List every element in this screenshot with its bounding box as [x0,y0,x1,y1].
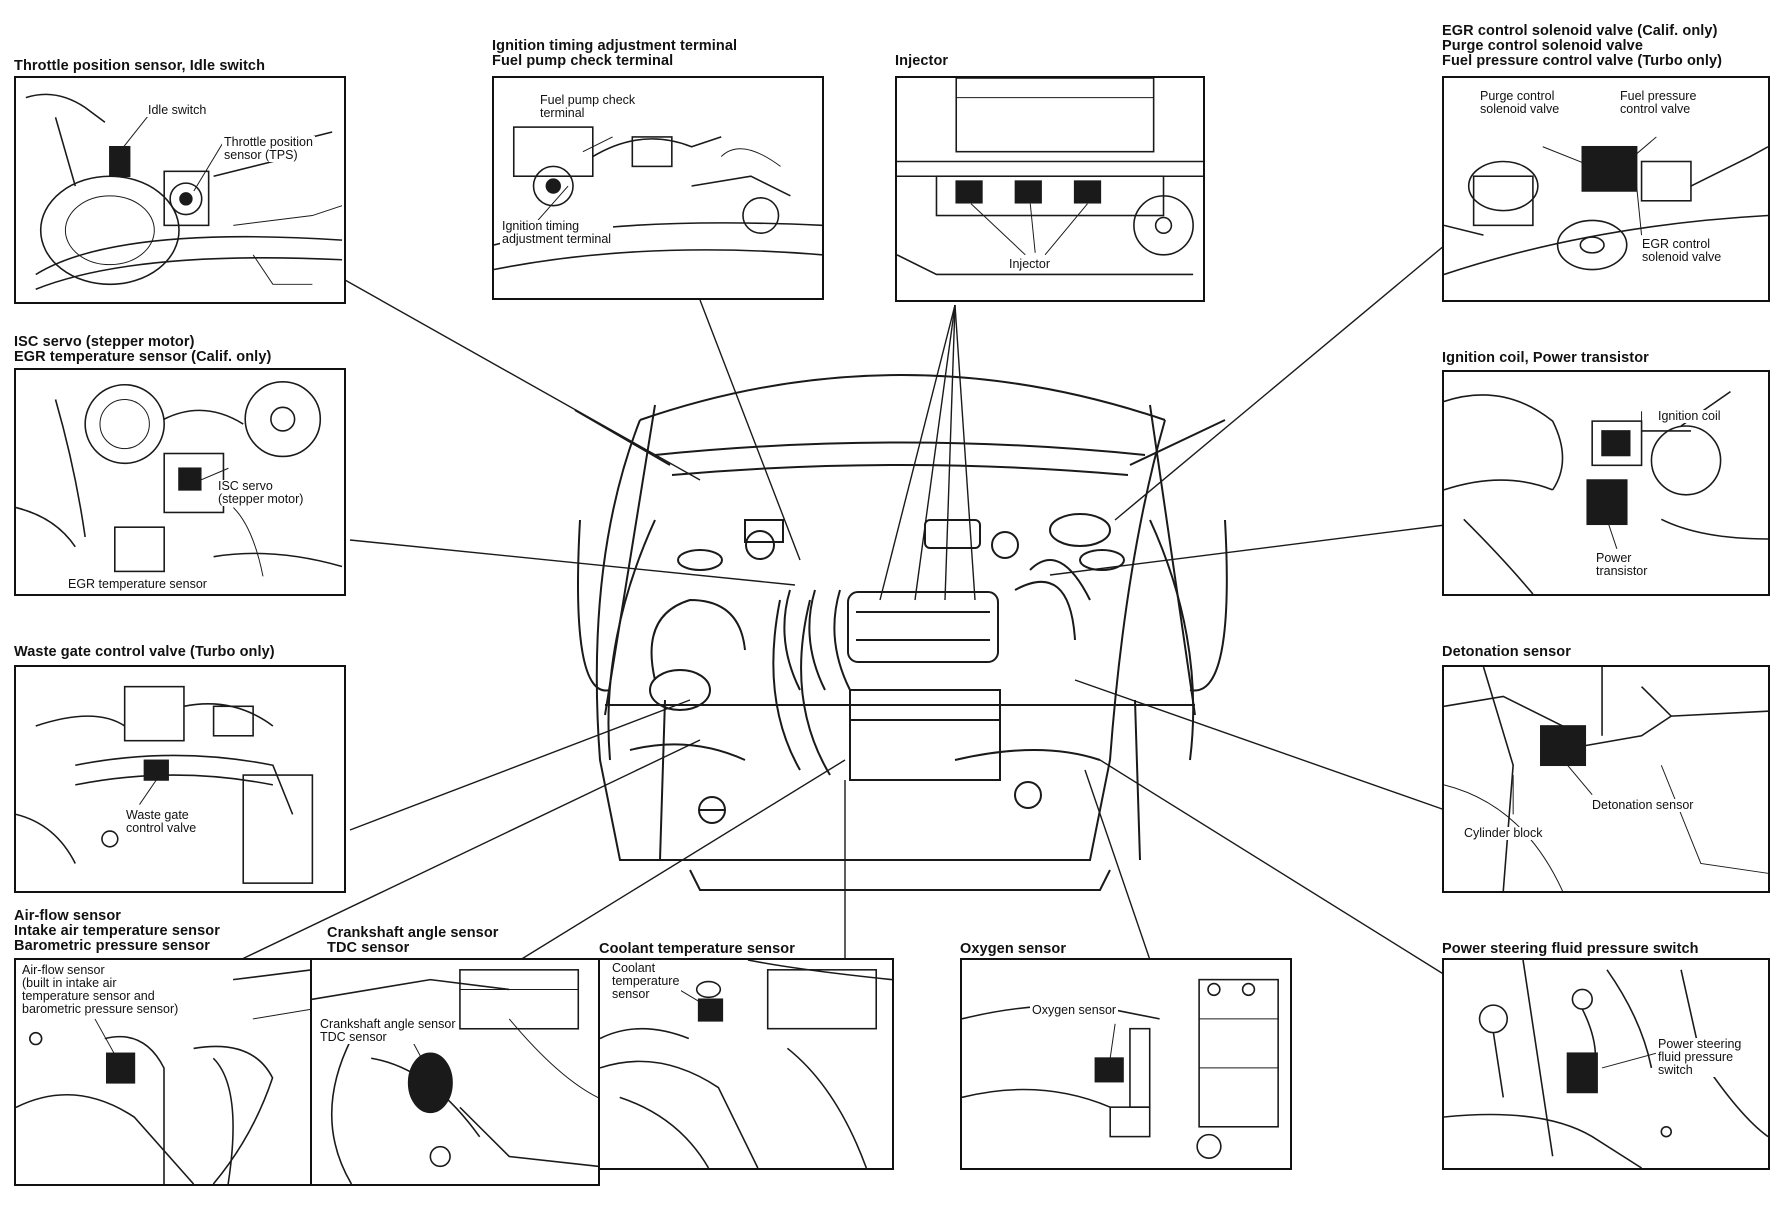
hood-strut-right [1129,419,1226,466]
leader-line-oxygen [1084,769,1151,961]
label-egr-temperature-sensor: EGR temperature sensor [66,577,209,591]
panel-oxygen-sensor: Oxygen sensor [960,958,1292,1170]
label-fuel-pressure-valve: Fuel pressure control valve [1618,89,1699,116]
panel-coolant-sensor: Coolant temperature sensor [598,958,894,1170]
label-ignition-timing-terminal: Ignition timing adjustment terminal [500,219,614,246]
leader-line-airflow [239,739,701,961]
label-throttle-position-sensor: Throttle position sensor (TPS) [222,135,315,162]
panel-waste-gate: Waste gate control valve [14,665,346,893]
airflow-sensor-drawing [16,969,312,1184]
panel-detonation-sensor: Detonation sensor Cylinder block [1442,665,1770,893]
label-injector: Injector [1007,257,1052,271]
leader-line-injector-3 [944,304,956,601]
label-oxygen-sensor: Oxygen sensor [1030,1003,1119,1017]
leader-line-detonation [1074,679,1446,811]
panel-injector: Injector [895,76,1205,302]
title-airflow-sensor: Air-flow sensor Intake air temperature s… [14,908,220,954]
injector-1 [955,180,983,204]
title-crankshaft-sensor: Crankshaft angle sensor TDC sensor [327,925,499,956]
ignition-coil-part [1601,430,1631,457]
leader-line-injector-2 [914,304,956,601]
leader-line-injector-4 [954,304,976,601]
title-isc-servo: ISC servo (stepper motor) EGR temperatur… [14,334,272,365]
label-cylinder-block: Cylinder block [1462,826,1545,840]
leader-line-ignition-coil [1049,524,1446,576]
panel-throttle-sensor: Idle switch Throttle position sensor (TP… [14,76,346,304]
label-power-steering-switch: Power steering fluid pressure switch [1656,1037,1744,1077]
title-injector: Injector [895,53,949,69]
engine-bay-outline [574,374,1228,891]
hood-strut-left [574,409,671,466]
idle-switch-part [109,145,131,178]
solenoid-valve-cluster [1581,145,1638,192]
detonation-sensor-part [1540,725,1587,767]
title-egr-solenoid: EGR control solenoid valve (Calif. only)… [1442,23,1723,69]
label-waste-gate-valve: Waste gate control valve [124,808,199,835]
injector-drawing [897,78,1203,276]
title-throttle-sensor: Throttle position sensor, Idle switch [14,58,266,74]
leader-line-power-steering [1099,759,1446,976]
solenoid-valves-drawing [1444,136,1768,276]
label-power-transistor: Power transistor [1594,551,1650,578]
panel-ignition-timing: Fuel pump check terminal Ignition timing… [492,76,824,300]
title-ignition-coil: Ignition coil, Power transistor [1442,350,1649,366]
label-airflow-sensor: Air-flow sensor (built in intake air tem… [20,963,181,1016]
hood-edge [639,374,1166,421]
label-egr-control-valve: EGR control solenoid valve [1640,237,1724,264]
panel-ignition-coil: Ignition coil Power transistor [1442,370,1770,596]
waste-gate-drawing [16,685,314,884]
title-ignition-timing: Ignition timing adjustment terminal Fuel… [492,38,738,69]
panel-egr-solenoid: Purge control solenoid valve Fuel pressu… [1442,76,1770,302]
title-power-steering-switch: Power steering fluid pressure switch [1442,941,1699,957]
airflow-sensor-part [105,1052,136,1084]
title-detonation-sensor: Detonation sensor [1442,644,1571,660]
detonation-sensor-drawing [1444,667,1768,891]
injector-3 [1073,180,1102,204]
label-coolant-sensor: Coolant temperature sensor [610,961,682,1001]
coolant-sensor-part [697,998,724,1022]
label-isc-servo: ISC servo (stepper motor) [216,479,306,506]
panel-crankshaft-sensor: Crankshaft angle sensor TDC sensor [310,958,600,1186]
title-waste-gate: Waste gate control valve (Turbo only) [14,644,275,660]
leader-line-egr-solenoid [1114,244,1446,521]
crankshaft-sensor-part [407,1052,453,1114]
label-detonation-sensor: Detonation sensor [1590,798,1696,812]
title-coolant-sensor: Coolant temperature sensor [599,941,795,957]
stepper-motor-part [178,467,202,491]
label-crankshaft-sensor: Crankshaft angle sensor TDC sensor [318,1017,458,1044]
label-idle-switch: Idle switch [146,103,209,117]
leader-line-throttle [344,279,701,481]
injector-2 [1014,180,1042,204]
cylinder-block [849,689,1001,781]
crankshaft-sensor-drawing [312,969,598,1184]
leader-line-isc [349,539,796,586]
panel-isc-servo: ISC servo (stepper motor) EGR temperatur… [14,368,346,596]
oxygen-sensor-part [1094,1057,1124,1083]
pressure-switch-part [1566,1052,1598,1094]
label-ignition-coil: Ignition coil [1656,409,1723,423]
leader-line-waste-gate [349,699,691,831]
coolant-sensor-drawing [600,960,892,1168]
cam-cover [847,591,999,663]
title-oxygen-sensor: Oxygen sensor [960,941,1067,957]
leader-line-injector-1 [879,304,956,601]
leader-lines [239,244,1446,976]
panel-airflow-sensor: Air-flow sensor (built in intake air tem… [14,958,314,1186]
oxygen-sensor-drawing [962,978,1279,1159]
panel-power-steering-switch: Power steering fluid pressure switch [1442,958,1770,1170]
power-transistor-part [1586,479,1628,526]
waste-gate-valve-part [143,759,169,781]
label-purge-control-valve: Purge control solenoid valve [1478,89,1562,116]
leader-line-ignition-timing [699,299,801,561]
label-fuel-pump-check-terminal: Fuel pump check terminal [538,93,638,120]
